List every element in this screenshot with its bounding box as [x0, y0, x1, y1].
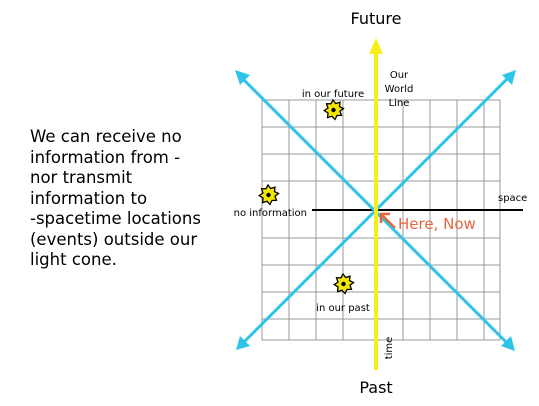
explanation-line: We can receive no: [30, 127, 182, 146]
explanation-line: light cone.: [30, 250, 117, 269]
event-star-future: [323, 98, 345, 121]
here-now-arrow: [379, 212, 396, 229]
world-line-label-line3: Line: [389, 98, 410, 109]
no-information-label: no information: [234, 208, 307, 219]
light-cone-arrowhead-lower-left: [236, 336, 250, 350]
event-star-past: [333, 272, 355, 295]
explanation-line: information to: [30, 188, 148, 208]
explanation-line: information from -: [30, 147, 181, 167]
event-star-no-information: [258, 183, 280, 206]
light-cone-arrowhead-upper-left: [235, 70, 250, 85]
here-now-label: Here, Now: [398, 215, 476, 233]
space-label: space: [498, 193, 527, 204]
explanation-text: We can receive no information from - nor…: [30, 127, 240, 271]
future-label: Future: [351, 9, 402, 28]
future-region-label: in our future: [302, 89, 364, 100]
explanation-line: -spacetime locations: [30, 209, 201, 228]
light-cone-arrowhead-lower-right: [501, 336, 515, 351]
explanation-line: (events) outside our: [30, 229, 198, 249]
world-line-label-line1: Our: [390, 70, 409, 81]
world-line-label-line2: World: [385, 84, 414, 95]
past-label: Past: [359, 378, 392, 397]
time-label: time: [384, 337, 395, 360]
spacetime-grid: [261, 99, 501, 341]
light-cone-arrowhead-upper-right: [502, 70, 516, 85]
past-region-label: in our past: [316, 303, 370, 314]
world-line-arrowhead: [369, 38, 383, 54]
explanation-line: nor transmit: [30, 168, 133, 187]
